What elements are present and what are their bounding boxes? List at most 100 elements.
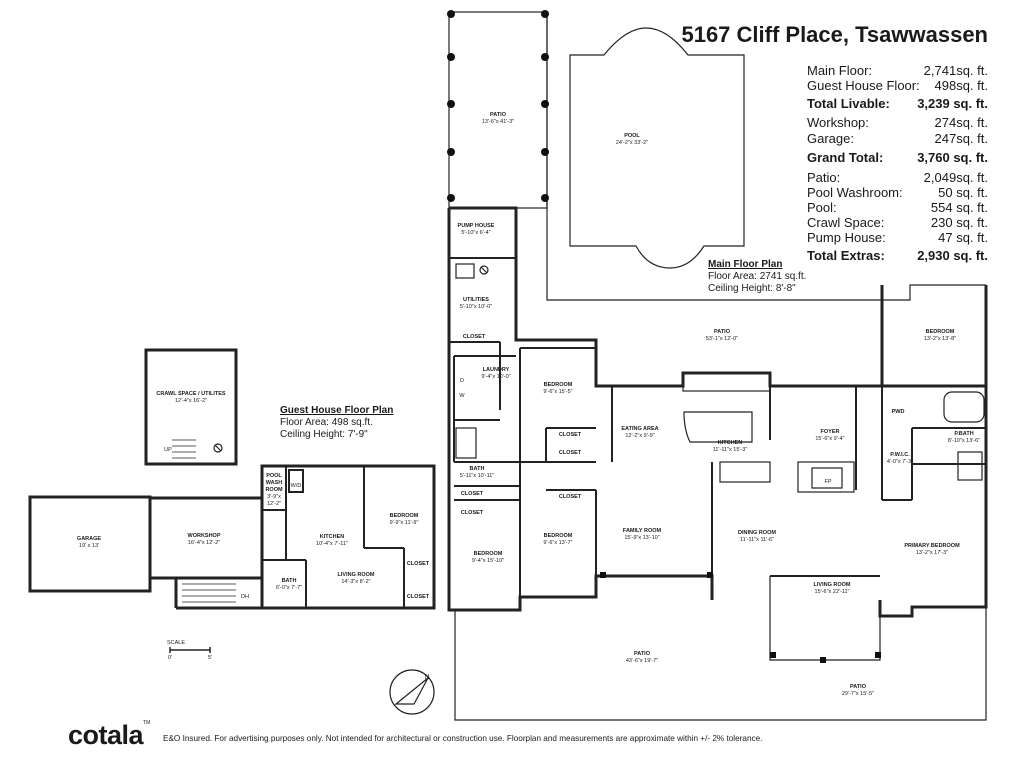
- dh-text: DH: [241, 594, 249, 600]
- north-icon: N: [424, 674, 430, 681]
- area-label: Grand Total:: [807, 150, 884, 165]
- disclaimer-text: E&O Insured. For advertising purposes on…: [163, 734, 763, 743]
- room-name: GARAGE: [76, 536, 102, 542]
- area-value: 247sq. ft.: [934, 131, 988, 146]
- room-label-closet-b3: CLOSET: [559, 494, 581, 501]
- area-row: Guest House Floor:498sq. ft.: [807, 78, 988, 93]
- room-label-gh-closet1: CLOSET: [407, 561, 429, 568]
- area-row: Total Livable:3,239 sq. ft.: [807, 96, 988, 111]
- room-name: LAUNDRY: [482, 367, 510, 373]
- area-summary-table: Main Floor:2,741sq. ft.Guest House Floor…: [807, 63, 988, 268]
- washer-dryer-label: W/D: [291, 483, 302, 490]
- guest-house-ceiling-height: Ceiling Height: 7'-9": [280, 429, 368, 440]
- room-name: BATH: [469, 466, 485, 472]
- area-row: Grand Total: 3,760 sq. ft.: [807, 150, 988, 165]
- area-label: Pool Washroom:: [807, 185, 903, 200]
- room-name: P.BATH: [954, 431, 974, 437]
- fireplace-text: FP: [824, 479, 832, 485]
- area-value: 50 sq. ft.: [938, 185, 988, 200]
- room-dimensions: 12'-4"x 16'-2": [174, 398, 208, 404]
- room-name: BATH: [281, 578, 297, 584]
- room-name: POOL WASH ROOM: [265, 473, 283, 493]
- area-label: Pump House:: [807, 230, 886, 245]
- room-name: CLOSET: [462, 334, 486, 340]
- room-dimensions: 9'-4"x 15'-10": [471, 558, 505, 564]
- room-dimensions: 11'-11"x 11'-6": [739, 537, 775, 543]
- area-label: Total Livable:: [807, 96, 890, 111]
- room-dimensions: 15'-6"x 22'-11": [814, 589, 850, 595]
- area-label: Workshop:: [807, 115, 869, 130]
- room-name: DINING ROOM: [738, 530, 776, 536]
- room-label-closet-b2b: CLOSET: [559, 450, 581, 457]
- room-dimensions: 15'-9"x 13'-10": [624, 535, 660, 541]
- compass-north-label: N: [424, 674, 429, 681]
- main-ceiling-height: Ceiling Height: 8'-8": [708, 283, 796, 294]
- area-row: Pump House: 47 sq. ft.: [807, 230, 988, 245]
- room-dimensions: 19' x 13': [78, 543, 100, 549]
- room-name: KITCHEN: [319, 534, 345, 540]
- scale-label: SCALE: [167, 640, 185, 647]
- room-name: LIVING ROOM: [337, 572, 375, 578]
- room-dimensions: 9'-4"x 10'-0": [481, 374, 511, 380]
- stairs-up-text: UP: [164, 447, 172, 453]
- room-name: UTILITIES: [463, 297, 489, 303]
- area-value: 3,760 sq. ft.: [917, 150, 988, 165]
- fireplace-label: FP: [824, 479, 831, 486]
- room-dimensions: 10'-4"x 7'-11": [316, 541, 348, 547]
- room-label-gh-closet2: CLOSET: [407, 594, 429, 601]
- area-label: Total Extras:: [807, 248, 885, 263]
- area-row: Pool Washroom: 50 sq. ft.: [807, 185, 988, 200]
- area-value: 230 sq. ft.: [930, 215, 988, 230]
- room-dimensions: 5'-11"x 10'-11": [459, 473, 495, 479]
- room-dimensions: 13'-2"x 17'-3": [915, 550, 949, 556]
- area-label: Patio:: [807, 170, 841, 185]
- room-dimensions: 13'-6"x 41'-3": [481, 119, 515, 125]
- room-name: CLOSET: [558, 432, 582, 438]
- main-floor-plan-note: Main Floor Plan Floor Area: 2741 sq.ft. …: [708, 259, 806, 295]
- area-value: 2,741sq. ft.: [923, 63, 988, 78]
- scale-text: SCALE: [166, 640, 186, 646]
- room-label-closet-bath2: CLOSET: [461, 510, 483, 517]
- area-value: 47 sq. ft.: [938, 230, 988, 245]
- room-name: LIVING ROOM: [813, 582, 851, 588]
- brand-logo: cotalaTM: [68, 720, 150, 751]
- room-dimensions: 4'-0"x 7'-3": [886, 459, 914, 465]
- dryer-label: D: [460, 378, 464, 385]
- room-dimensions: 3'-9"x 12'-2": [266, 494, 281, 507]
- room-name: PRIMARY BEDROOM: [904, 543, 960, 549]
- room-name: FOYER: [820, 429, 840, 435]
- guest-house-plan-heading: Guest House Floor Plan: [280, 405, 394, 416]
- room-name: PUMP HOUSE: [457, 223, 495, 229]
- room-dimensions: 8'-10"x 13'-6": [947, 438, 981, 444]
- room-label-pwic: P.W.I.C.4'-0"x 7'-3": [887, 452, 913, 466]
- room-name: POOL: [624, 133, 640, 139]
- room-name: CLOSET: [558, 450, 582, 456]
- dryer-text: D: [460, 378, 464, 384]
- room-name: CLOSET: [460, 510, 484, 516]
- brand-name: cotala: [68, 720, 144, 750]
- room-name: WORKSHOP: [187, 533, 221, 539]
- room-dimensions: 5'-10"x 6'-4": [461, 230, 491, 236]
- area-row: Patio:2,049sq. ft.: [807, 170, 988, 185]
- room-name: KITCHEN: [717, 440, 743, 446]
- area-value: 274sq. ft.: [934, 115, 988, 130]
- scale-end: 5': [208, 655, 212, 662]
- room-name: PATIO: [850, 684, 866, 690]
